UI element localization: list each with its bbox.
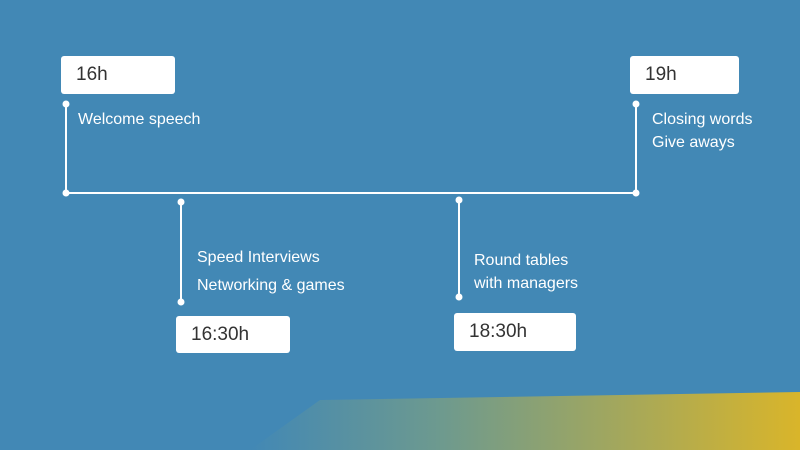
event-text: Closing words (652, 111, 753, 128)
dot (632, 100, 640, 108)
time-box-19h: 19h (630, 56, 739, 94)
event-label-1630h: Speed Interviews Networking & games (197, 244, 345, 300)
time-label: 16h (76, 64, 108, 85)
dot (632, 189, 640, 197)
dot (177, 298, 185, 306)
time-box-1830h: 18:30h (454, 313, 576, 351)
event-text: Welcome speech (78, 111, 201, 128)
dot (455, 196, 463, 204)
time-box-16h: 16h (61, 56, 175, 94)
event-label-19h: Closing words Give aways (652, 108, 752, 154)
dot (177, 198, 185, 206)
dot (455, 293, 463, 301)
event-text: Give aways (652, 134, 735, 151)
event-label-1830h: Round tables with managers (474, 249, 578, 295)
dot (62, 189, 70, 197)
event-text: Networking & games (197, 277, 345, 294)
dot (62, 100, 70, 108)
event-label-16h: Welcome speech (78, 108, 200, 131)
event-text: Round tables (474, 252, 569, 269)
time-label: 18:30h (469, 321, 528, 342)
time-box-1630h: 16:30h (176, 316, 290, 353)
event-text: with managers (474, 275, 579, 292)
time-label: 19h (645, 64, 677, 85)
event-text: Speed Interviews (197, 249, 320, 266)
time-label: 16:30h (191, 324, 250, 345)
